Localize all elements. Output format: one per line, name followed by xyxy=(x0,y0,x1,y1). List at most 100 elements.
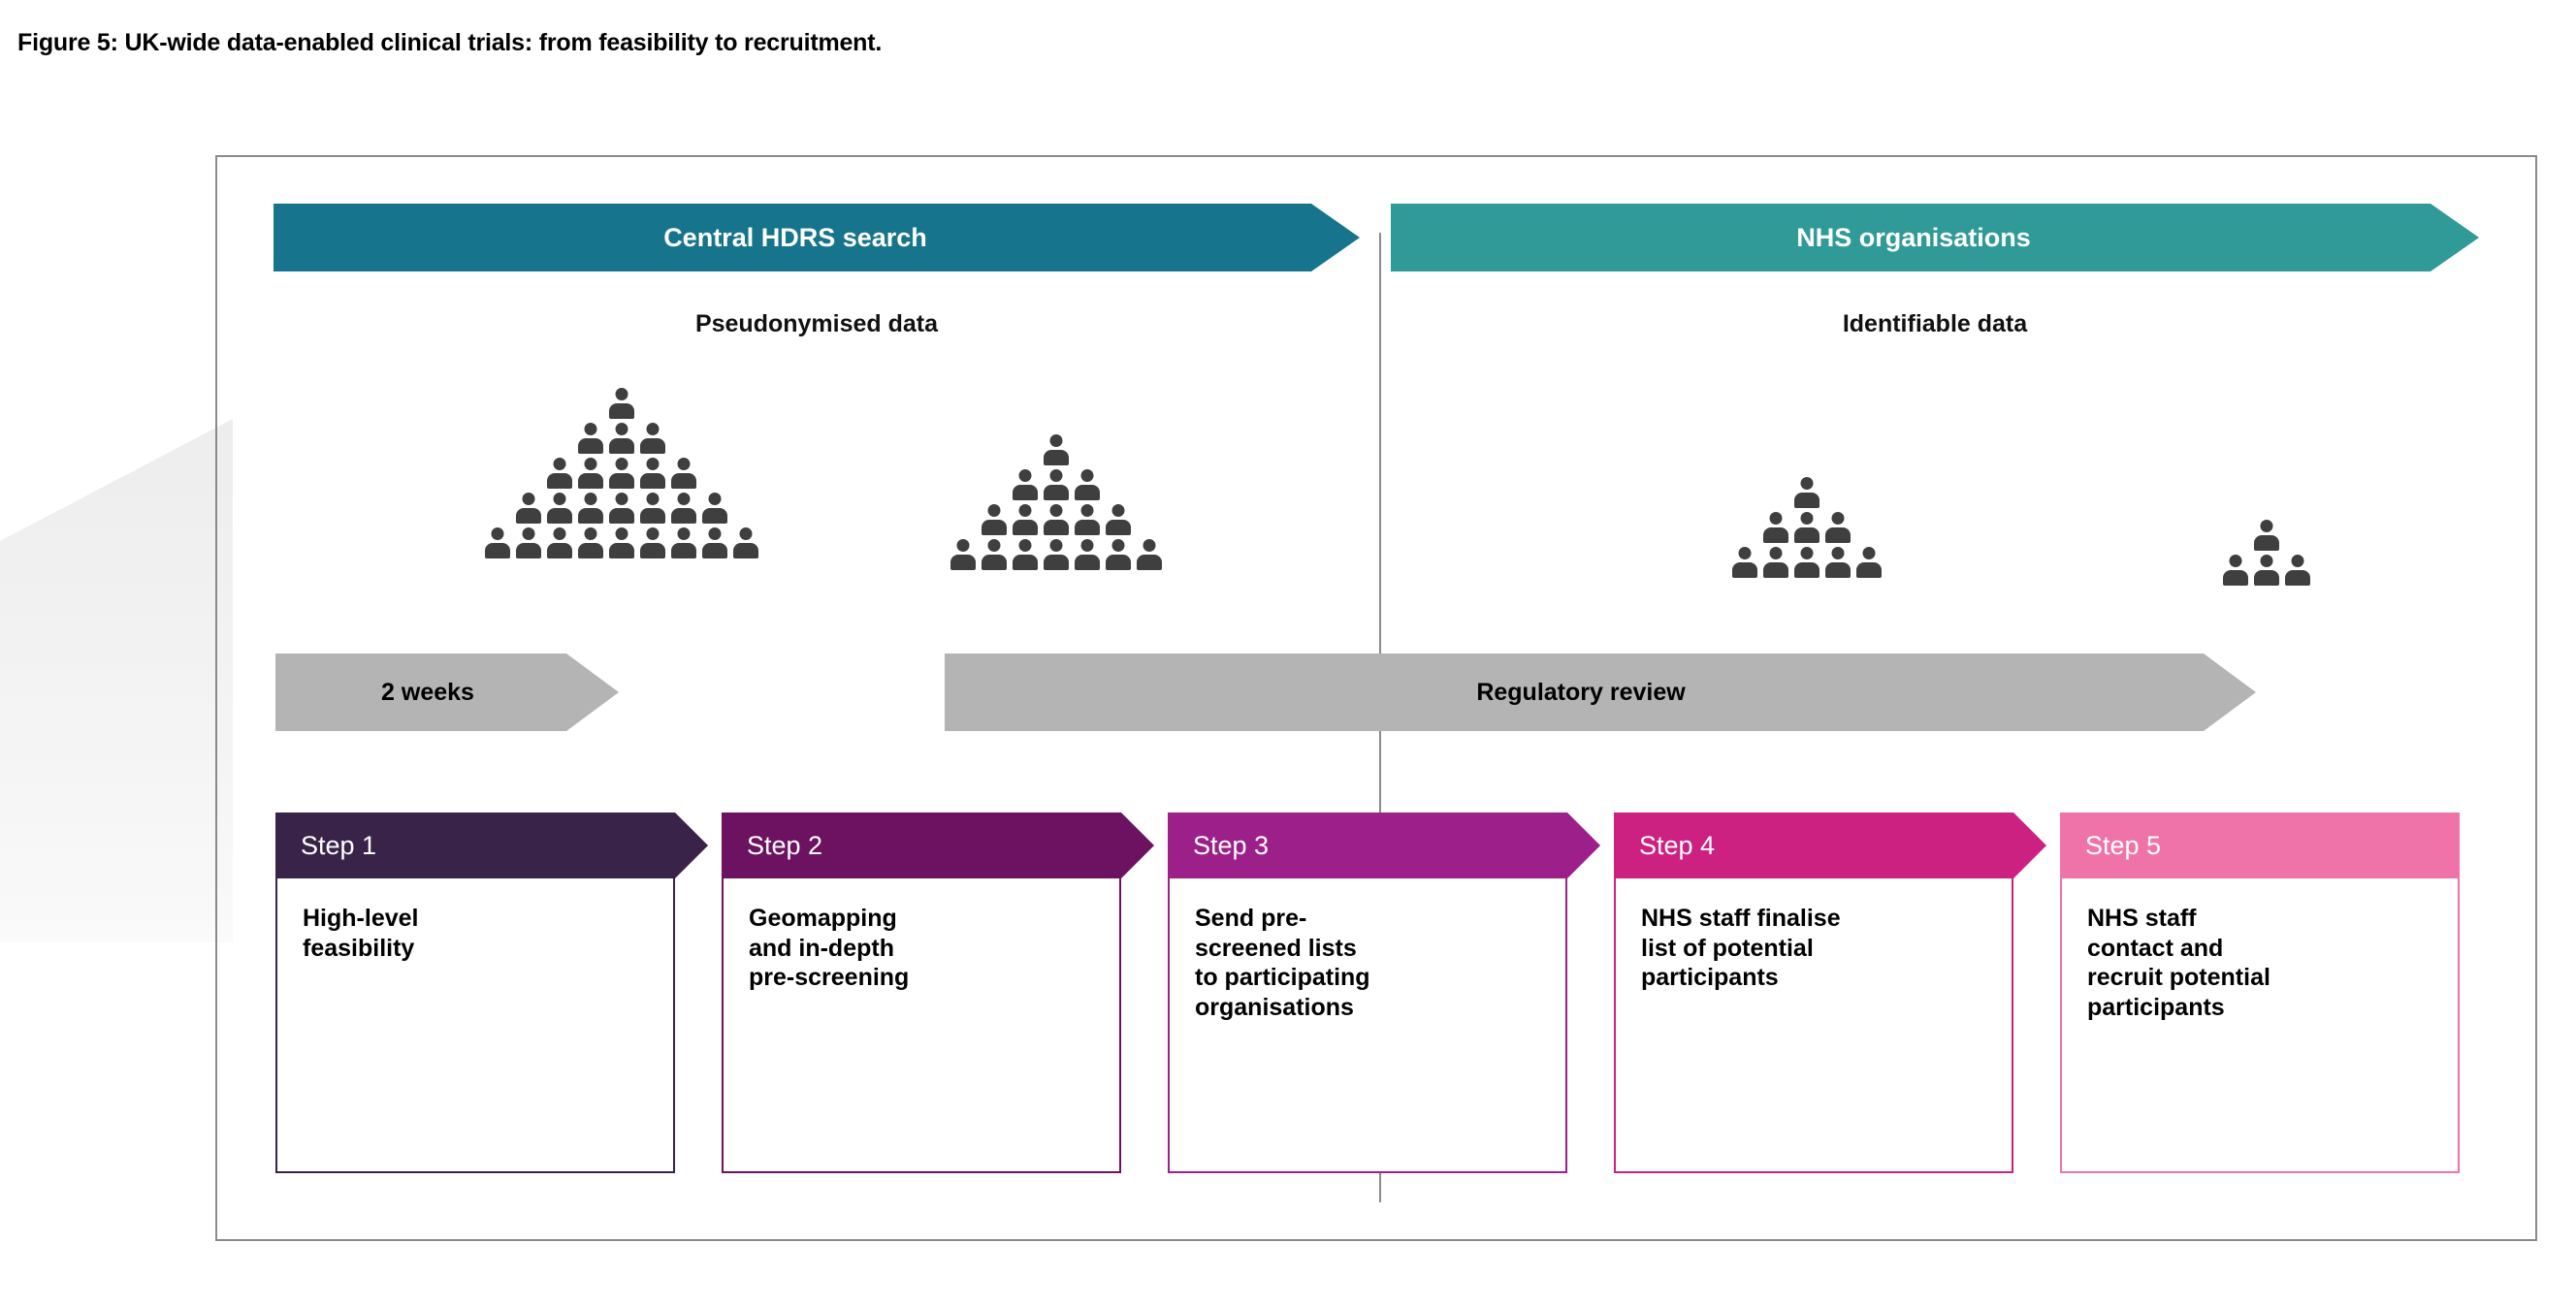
people-pyramid-cohort-4 xyxy=(2223,520,2310,590)
data-label-identifiable: Identifiable data xyxy=(1842,310,2028,337)
people-pyramid-row xyxy=(1044,434,1069,465)
person-icon xyxy=(1013,504,1038,535)
person-icon xyxy=(1106,539,1131,570)
person-icon xyxy=(1763,512,1788,543)
person-icon xyxy=(2223,555,2248,586)
person-icon xyxy=(950,539,976,570)
person-icon xyxy=(609,423,634,454)
person-icon xyxy=(982,504,1007,535)
people-pyramid-row xyxy=(485,527,758,558)
phase-banner-label: NHS organisations xyxy=(1796,222,2031,252)
person-icon xyxy=(578,458,603,489)
people-pyramid-row xyxy=(2254,520,2279,551)
step-card-4: Step 4 NHS staff finalise list of potent… xyxy=(1614,813,2013,1173)
person-icon xyxy=(547,458,572,489)
step-header-1: Step 1 xyxy=(275,813,708,878)
person-icon xyxy=(640,423,665,454)
person-icon xyxy=(1075,504,1100,535)
person-icon xyxy=(1825,547,1851,578)
person-icon xyxy=(609,388,634,419)
person-icon xyxy=(1794,547,1819,578)
person-icon xyxy=(1013,539,1038,570)
person-icon xyxy=(609,493,634,524)
diagram-frame: Central HDRS search NHS organisations Ps… xyxy=(215,155,2537,1241)
person-icon xyxy=(733,527,758,558)
step-body-5: NHS staff contact and recruit potential … xyxy=(2060,878,2460,1173)
step-card-1: Step 1 High-level feasibility xyxy=(275,813,675,1173)
people-pyramid-cohort-1 xyxy=(485,388,758,562)
timing-arrow-label: Regulatory review xyxy=(1476,678,1686,706)
people-pyramid-row xyxy=(578,423,665,454)
person-icon xyxy=(1044,504,1069,535)
person-icon xyxy=(2285,555,2310,586)
person-icon xyxy=(1075,539,1100,570)
timing-arrow-2-weeks: 2 weeks xyxy=(275,654,619,731)
person-icon xyxy=(671,458,696,489)
person-icon xyxy=(1763,547,1788,578)
step-header-4: Step 4 xyxy=(1614,813,2046,878)
person-icon xyxy=(982,539,1007,570)
step-body-2: Geomapping and in-depth pre-screening xyxy=(722,878,1121,1173)
people-pyramid-row xyxy=(516,493,727,524)
data-label-pseudonymised: Pseudonymised data xyxy=(694,310,939,337)
person-icon xyxy=(1075,469,1100,500)
person-icon xyxy=(671,527,696,558)
person-icon xyxy=(702,527,727,558)
person-icon xyxy=(1106,504,1131,535)
person-icon xyxy=(1137,539,1162,570)
person-icon xyxy=(1044,539,1069,570)
person-icon xyxy=(609,527,634,558)
person-icon xyxy=(547,527,572,558)
people-pyramid-row xyxy=(609,388,634,419)
person-icon xyxy=(640,458,665,489)
person-icon xyxy=(702,493,727,524)
person-icon xyxy=(2254,520,2279,551)
people-pyramid-row xyxy=(1763,512,1851,543)
people-pyramid-row xyxy=(547,458,696,489)
person-icon xyxy=(640,493,665,524)
person-icon xyxy=(516,527,541,558)
person-icon xyxy=(578,423,603,454)
step-header-5: Step 5 xyxy=(2060,813,2460,878)
people-pyramid-row xyxy=(1732,547,1882,578)
step-header-2: Step 2 xyxy=(722,813,1154,878)
timing-arrow-label: 2 weeks xyxy=(381,678,474,706)
person-icon xyxy=(671,493,696,524)
person-icon xyxy=(485,527,510,558)
person-icon xyxy=(516,493,541,524)
person-icon xyxy=(1825,512,1851,543)
timing-arrow-regulatory-review: Regulatory review xyxy=(945,654,2256,731)
people-pyramid-cohort-3 xyxy=(1732,477,1882,582)
person-icon xyxy=(547,493,572,524)
person-icon xyxy=(1856,547,1882,578)
figure-caption: Figure 5: UK-wide data-enabled clinical … xyxy=(17,29,883,56)
phase-banner-nhs-organisations: NHS organisations xyxy=(1391,204,2479,271)
step-body-4: NHS staff finalise list of potential par… xyxy=(1614,878,2013,1173)
people-pyramid-row xyxy=(982,504,1131,535)
step-body-3: Send pre- screened lists to participatin… xyxy=(1168,878,1567,1173)
person-icon xyxy=(640,527,665,558)
step-body-1: High-level feasibility xyxy=(275,878,675,1173)
people-pyramid-row xyxy=(1794,477,1819,508)
person-icon xyxy=(1732,547,1757,578)
phase-banner-label: Central HDRS search xyxy=(663,222,927,252)
people-pyramid-cohort-2 xyxy=(950,434,1162,574)
person-icon xyxy=(1044,469,1069,500)
step-card-2: Step 2 Geomapping and in-depth pre-scree… xyxy=(722,813,1121,1173)
people-pyramid-row xyxy=(950,539,1162,570)
person-icon xyxy=(1044,434,1069,465)
step-card-5: Step 5 NHS staff contact and recruit pot… xyxy=(2060,813,2460,1173)
phase-banner-central-hdrs-search: Central HDRS search xyxy=(274,204,1360,271)
people-pyramid-row xyxy=(1013,469,1100,500)
person-icon xyxy=(578,527,603,558)
person-icon xyxy=(1794,477,1819,508)
decorative-watermark-wedge xyxy=(0,419,233,942)
step-card-3: Step 3 Send pre- screened lists to parti… xyxy=(1168,813,1567,1173)
person-icon xyxy=(578,493,603,524)
step-header-3: Step 3 xyxy=(1168,813,1600,878)
person-icon xyxy=(1794,512,1819,543)
person-icon xyxy=(609,458,634,489)
person-icon xyxy=(2254,555,2279,586)
people-pyramid-row xyxy=(2223,555,2310,586)
